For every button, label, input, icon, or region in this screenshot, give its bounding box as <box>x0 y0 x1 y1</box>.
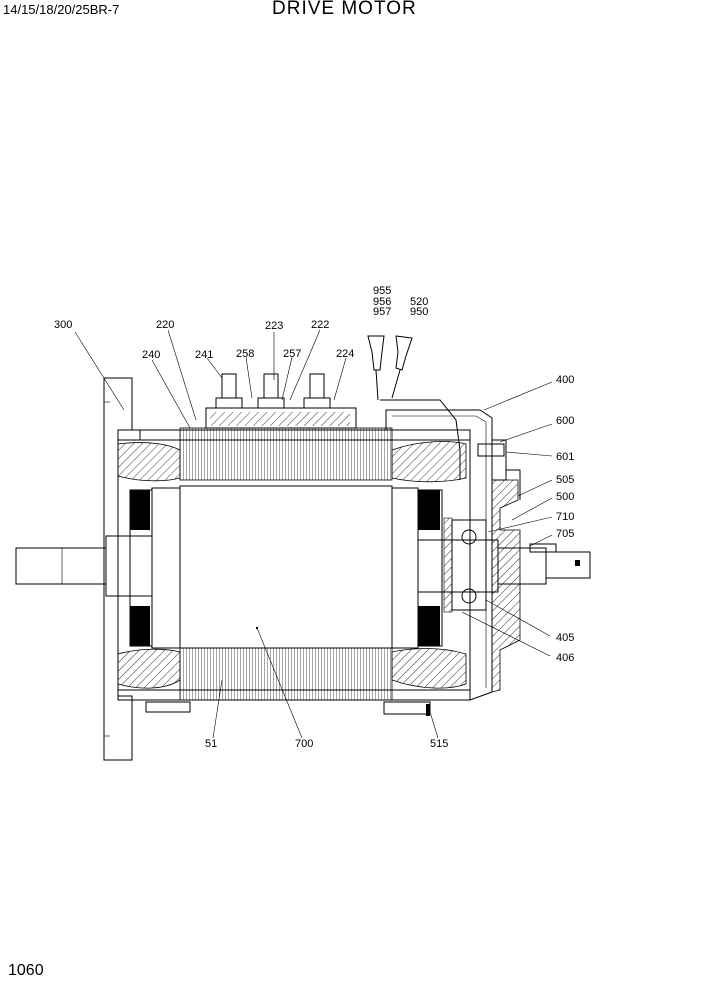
callout-515: 515 <box>430 738 448 750</box>
callout-520: 520 <box>410 296 428 308</box>
callout-505: 505 <box>556 474 574 486</box>
callout-405: 405 <box>556 632 574 644</box>
callout-300: 300 <box>54 319 72 331</box>
rotor-end-rings <box>129 487 443 649</box>
bearing-flange <box>491 439 521 693</box>
cable-connectors <box>367 335 413 401</box>
callout-241: 241 <box>195 349 213 361</box>
callout-406: 406 <box>556 652 574 664</box>
callout-705: 705 <box>556 528 574 540</box>
callout-710: 710 <box>556 511 574 523</box>
callout-500: 500 <box>556 491 574 503</box>
page-title: DRIVE MOTOR <box>272 0 417 19</box>
callout-955: 955 <box>373 285 391 297</box>
callout-222: 222 <box>311 319 329 331</box>
callout-600: 600 <box>556 415 574 427</box>
rotor-core <box>179 485 393 649</box>
callout-224: 224 <box>336 348 354 360</box>
stator-laminations <box>179 427 393 701</box>
callout-950: 950 <box>410 306 428 318</box>
callout-257: 257 <box>283 348 301 360</box>
front-end-flange <box>103 377 141 761</box>
mounting-bolts <box>145 443 505 716</box>
stator-windings <box>117 441 467 689</box>
terminal-studs <box>205 373 357 429</box>
callout-956: 956 <box>373 296 391 308</box>
callout-400: 400 <box>556 374 574 386</box>
callout-223: 223 <box>265 320 283 332</box>
part-callouts: 300 220 240 241 258 223 257 222 224 955 … <box>54 285 574 750</box>
callout-220: 220 <box>156 319 174 331</box>
rear-bearing <box>443 517 487 613</box>
model-number: 14/15/18/20/25BR-7 <box>3 2 120 17</box>
callout-240: 240 <box>142 349 160 361</box>
callout-258: 258 <box>236 348 254 360</box>
callout-700: 700 <box>295 738 313 750</box>
page-number: 1060 <box>8 962 44 979</box>
callout-957: 957 <box>373 306 391 318</box>
callout-601: 601 <box>556 451 574 463</box>
callout-51: 51 <box>205 738 217 750</box>
leader-lines <box>74 329 553 739</box>
